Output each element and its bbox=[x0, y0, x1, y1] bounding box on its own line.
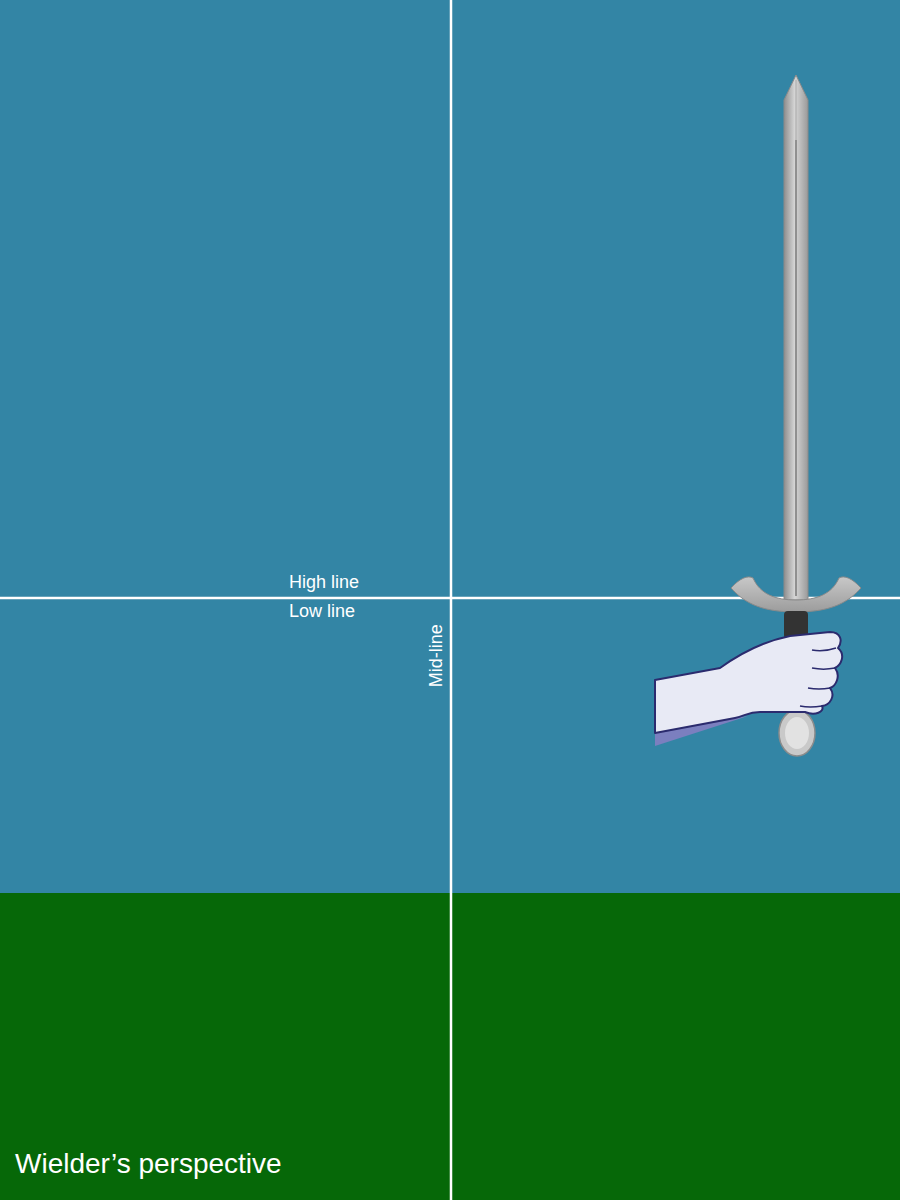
sword-crossguard bbox=[731, 577, 861, 612]
line-label: Mid-line bbox=[425, 624, 447, 687]
sword-illustration bbox=[655, 75, 861, 756]
blade-fuller bbox=[795, 140, 797, 596]
gloved-hand bbox=[655, 632, 842, 733]
sword-blade bbox=[784, 75, 808, 600]
pommel-face bbox=[785, 717, 809, 749]
line-label: Low line bbox=[289, 601, 355, 623]
perspective-caption: Wielder’s perspective bbox=[15, 1147, 282, 1181]
sword-pommel bbox=[779, 710, 815, 756]
line-label: High line bbox=[289, 572, 359, 594]
mid-line bbox=[450, 0, 453, 1200]
blade-ridge bbox=[796, 80, 797, 140]
knuckle-lines bbox=[800, 648, 836, 707]
